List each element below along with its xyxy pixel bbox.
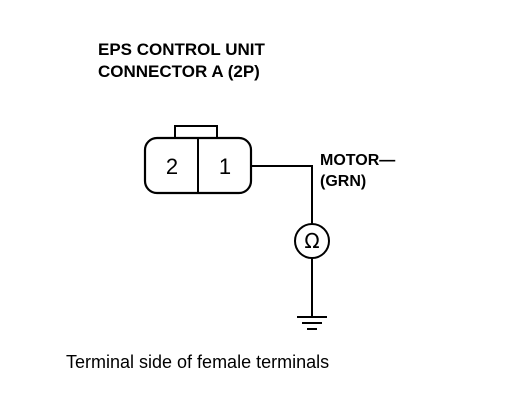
- connector-lock-tab: [174, 125, 218, 139]
- pin-2-label: 2: [166, 154, 178, 179]
- test-lead: [251, 165, 313, 224]
- ohm-symbol: Ω: [304, 229, 319, 253]
- test-lead-wire: [251, 165, 313, 224]
- wire-label-line-2: (GRN): [320, 173, 366, 190]
- connector-a: 2 1: [143, 125, 253, 195]
- wire-label-line-1: MOTOR—: [320, 152, 395, 169]
- pin-1-label: 1: [219, 154, 231, 179]
- title-line-1: EPS CONTROL UNIT: [98, 40, 265, 59]
- caption: Terminal side of female terminals: [66, 352, 329, 372]
- ground-icon: [297, 316, 327, 330]
- ohmmeter-icon: Ω: [294, 223, 330, 259]
- title-line-2: CONNECTOR A (2P): [98, 62, 260, 81]
